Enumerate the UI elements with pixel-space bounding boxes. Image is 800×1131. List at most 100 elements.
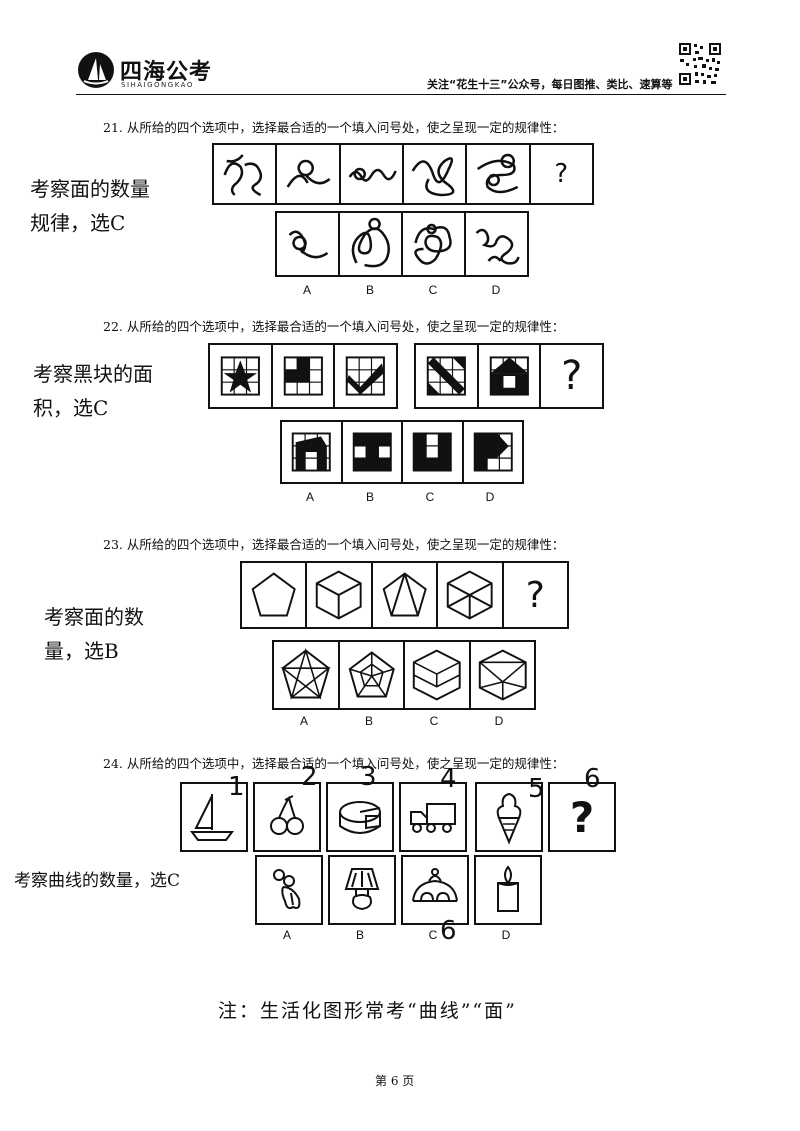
- note-line: 量，选B: [44, 639, 119, 663]
- stem-figure: [210, 345, 273, 407]
- option-label-c: C: [429, 714, 439, 728]
- option-figure-a[interactable]: [282, 422, 343, 482]
- question-prompt: 从所给的四个选项中，选择最合适的一个填入问号处，使之呈现一定的规律性：: [126, 120, 565, 135]
- note-line: 考察曲线的数量，选C: [14, 871, 181, 891]
- question-23-stem: ?: [240, 561, 569, 629]
- page-number: 第 6 页: [375, 1074, 415, 1088]
- hand-number-6: 6: [584, 764, 601, 794]
- header-slogan: 关注“花生十三”公众号，每日图推、类比、速算等: [427, 78, 673, 91]
- note-21: 考察面的数量 规律，选C: [30, 172, 150, 240]
- stem-figure: [341, 145, 404, 203]
- option-label-a: A: [282, 928, 291, 942]
- note-line: 考察面的数量: [30, 177, 150, 201]
- stem-figure-truck: [399, 782, 467, 852]
- option-label-b: B: [365, 490, 374, 504]
- option-label-c: C: [428, 928, 438, 942]
- stem-figure-cake: [326, 782, 394, 852]
- stem-figure: [404, 145, 468, 203]
- option-figure-d[interactable]: [464, 422, 523, 482]
- note-line: 考察面的数: [44, 605, 144, 629]
- note-line: 积，选C: [33, 396, 109, 420]
- stem-figure: [438, 563, 504, 627]
- question-prompt: 从所给的四个选项中，选择最合适的一个填入问号处，使之呈现一定的规律性：: [126, 537, 565, 552]
- question-21-text: 21. 从所给的四个选项中，选择最合适的一个填入问号处，使之呈现一定的规律性：: [103, 117, 564, 136]
- question-21-options: [275, 211, 529, 277]
- option-label-d: D: [485, 490, 495, 504]
- question-23-options: [272, 640, 536, 710]
- option-figure-a[interactable]: [274, 642, 340, 708]
- question-mark-cell: ?: [548, 782, 616, 852]
- stem-figure: [479, 345, 542, 407]
- question-number: 23.: [103, 537, 123, 552]
- stem-figure: [242, 563, 308, 627]
- hand-number-1: 1: [228, 772, 245, 802]
- option-label-a: A: [302, 283, 311, 297]
- option-figure-d[interactable]: [466, 213, 527, 275]
- option-figure-a[interactable]: [277, 213, 340, 275]
- stem-figure: [373, 563, 439, 627]
- question-mark: ?: [554, 159, 569, 189]
- question-21-stem: ?: [212, 143, 594, 205]
- stem-figure-cherries: [253, 782, 321, 852]
- question-mark-cell: ?: [541, 345, 602, 407]
- option-figure-d[interactable]: [474, 855, 542, 925]
- note-22: 考察黑块的面 积，选C: [33, 357, 153, 425]
- question-number: 21.: [103, 120, 123, 135]
- question-prompt: 从所给的四个选项中，选择最合适的一个填入问号处，使之呈现一定的规律性：: [126, 319, 565, 334]
- question-mark-cell: ?: [504, 563, 567, 627]
- question-24-text: 24. 从所给的四个选项中，选择最合适的一个填入问号处，使之呈现一定的规律性：: [103, 753, 564, 772]
- question-prompt: 从所给的四个选项中，选择最合适的一个填入问号处，使之呈现一定的规律性：: [126, 756, 565, 771]
- stem-figure: [214, 145, 278, 203]
- option-figure-a[interactable]: [255, 855, 323, 925]
- note-line: 规律，选C: [30, 211, 126, 235]
- hand-number-4: 4: [440, 764, 457, 794]
- question-mark: ?: [561, 353, 583, 399]
- note-line: 考察黑块的面: [33, 362, 153, 386]
- option-figure-c[interactable]: [401, 855, 469, 925]
- option-figure-d[interactable]: [471, 642, 535, 708]
- option-figure-b[interactable]: [328, 855, 396, 925]
- option-label-b: B: [364, 714, 373, 728]
- option-label-d: D: [501, 928, 511, 942]
- note-23: 考察面的数 量，选B: [44, 600, 144, 668]
- question-22-stem-left: [208, 343, 398, 409]
- option-figure-c[interactable]: [403, 213, 466, 275]
- option-figure-c[interactable]: [405, 642, 471, 708]
- option-figure-b[interactable]: [340, 642, 405, 708]
- option-label-d: D: [494, 714, 504, 728]
- stem-figure: [307, 563, 373, 627]
- option-label-a: A: [299, 714, 308, 728]
- question-mark-cell: ?: [531, 145, 592, 203]
- footer-note: 注：生活化图形常考“曲线”“面”: [218, 1000, 517, 1022]
- option-figure-b[interactable]: [343, 422, 403, 482]
- logo-name: 四海公考: [120, 60, 213, 85]
- option-label-b: B: [355, 928, 364, 942]
- stem-figure: [277, 145, 341, 203]
- question-mark: ?: [569, 792, 595, 842]
- stem-figure: [335, 345, 396, 407]
- question-23-text: 23. 从所给的四个选项中，选择最合适的一个填入问号处，使之呈现一定的规律性：: [103, 534, 564, 553]
- stem-figure: [467, 145, 531, 203]
- option-label-b: B: [365, 283, 374, 297]
- stem-figure-ice-cream: [475, 782, 543, 852]
- hand-number-2: 2: [301, 762, 318, 792]
- stem-figure: [273, 345, 336, 407]
- question-22-text: 22. 从所给的四个选项中，选择最合适的一个填入问号处，使之呈现一定的规律性：: [103, 316, 564, 335]
- header-rule: [76, 94, 726, 95]
- question-number: 24.: [103, 756, 123, 771]
- hand-number-3: 3: [360, 762, 377, 792]
- qr-code: [678, 42, 722, 86]
- option-label-c: C: [425, 490, 435, 504]
- option-figure-b[interactable]: [340, 213, 403, 275]
- option-label-a: A: [305, 490, 314, 504]
- option-label-c: C: [428, 283, 438, 297]
- logo-subtitle: SIHAIGONGKAO: [121, 81, 194, 89]
- option-figure-c[interactable]: [403, 422, 464, 482]
- hand-number-6-answer: 6: [440, 916, 457, 946]
- stem-figure: [416, 345, 479, 407]
- question-22-options: [280, 420, 524, 484]
- question-mark: ?: [525, 574, 545, 616]
- note-24: 考察曲线的数量，选C: [14, 864, 180, 898]
- hand-number-5: 5: [528, 774, 545, 804]
- option-label-d: D: [491, 283, 501, 297]
